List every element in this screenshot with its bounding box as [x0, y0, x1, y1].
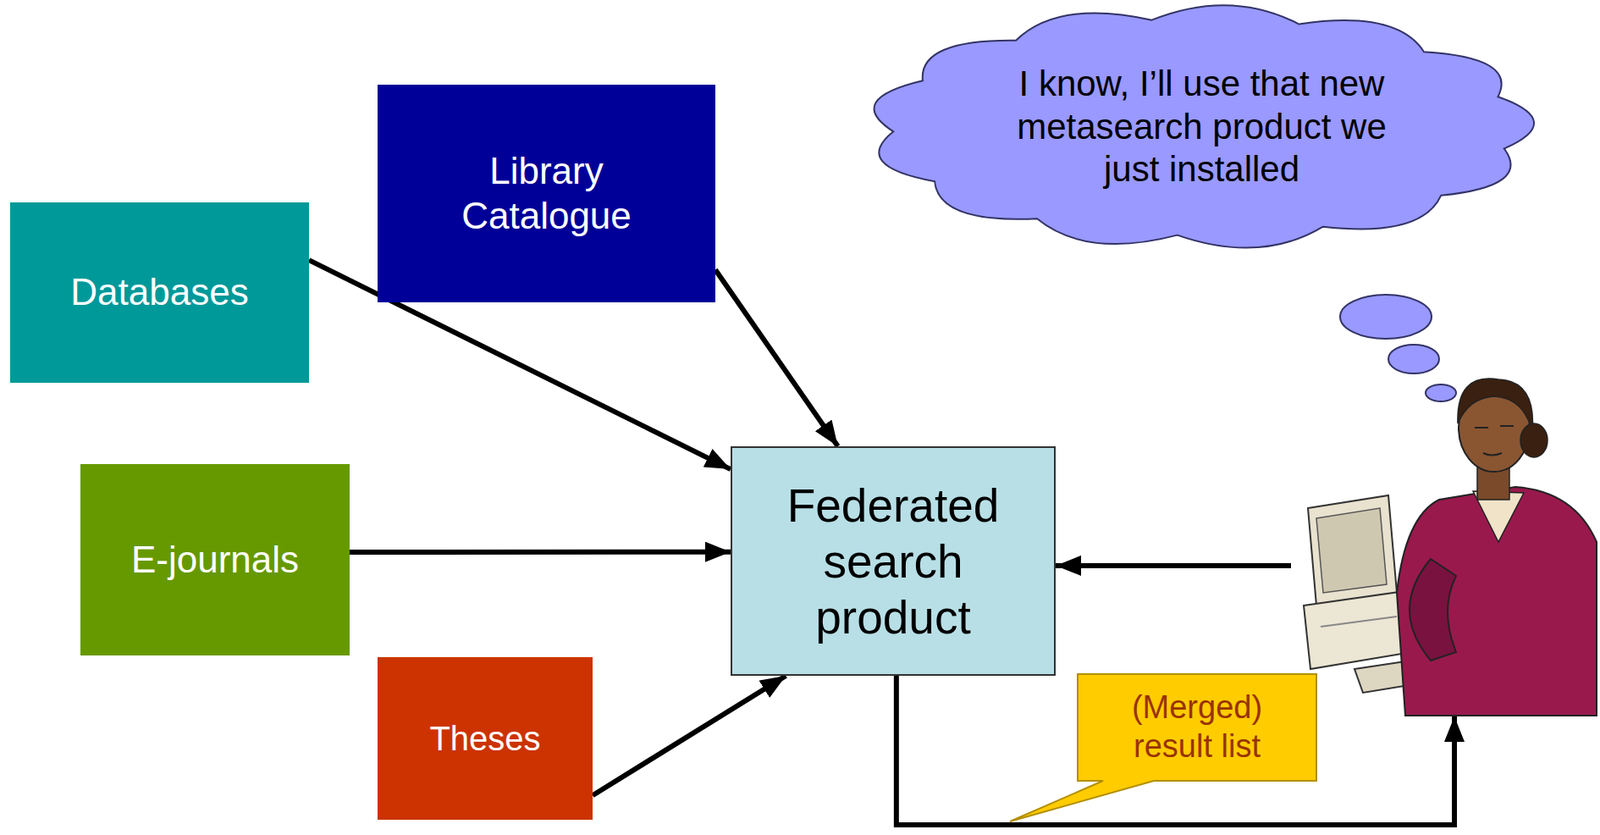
text-wrap: Federated search product — [766, 477, 1021, 646]
text-wrap: Theses — [429, 717, 541, 759]
text-wrap: Databases — [70, 270, 249, 315]
source-box: Databases — [10, 202, 309, 383]
person-at-computer — [1303, 378, 1597, 716]
source-box: Library Catalogue — [377, 84, 716, 303]
callout-box: (Merged) result list — [1077, 673, 1317, 781]
text-wrap: I know, I’ll use that new metasearch pro… — [1011, 62, 1393, 191]
source-box: E-journals — [80, 463, 350, 656]
node-text: Library Catalogue — [411, 148, 683, 239]
arrow-connector — [349, 549, 731, 555]
text-wrap: Library Catalogue — [411, 148, 683, 239]
thought-bubble — [1340, 294, 1432, 339]
source-box: Theses — [377, 656, 593, 820]
result-arrow — [896, 675, 1455, 825]
node-text: I know, I’ll use that new metasearch pro… — [1011, 62, 1393, 191]
node-text: Federated search product — [766, 477, 1021, 646]
node-text: Databases — [70, 270, 249, 315]
text-wrap: (Merged) result list — [1099, 688, 1295, 766]
callout-path — [1009, 673, 1317, 822]
thought-cloud: I know, I’ll use that new metasearch pro… — [872, 0, 1531, 254]
node-text: Theses — [429, 717, 541, 759]
text-wrap: E-journals — [131, 537, 299, 583]
node-text: E-journals — [131, 537, 299, 583]
arrow-connector — [715, 269, 839, 447]
node-text: (Merged) result list — [1099, 688, 1295, 766]
thought-bubble — [1388, 344, 1440, 374]
arrow-connector — [592, 675, 786, 795]
query-arrow — [1055, 562, 1292, 569]
thought-bubble — [1425, 384, 1457, 402]
cloud-path — [874, 5, 1535, 248]
process-box: Federated search product — [730, 446, 1056, 676]
